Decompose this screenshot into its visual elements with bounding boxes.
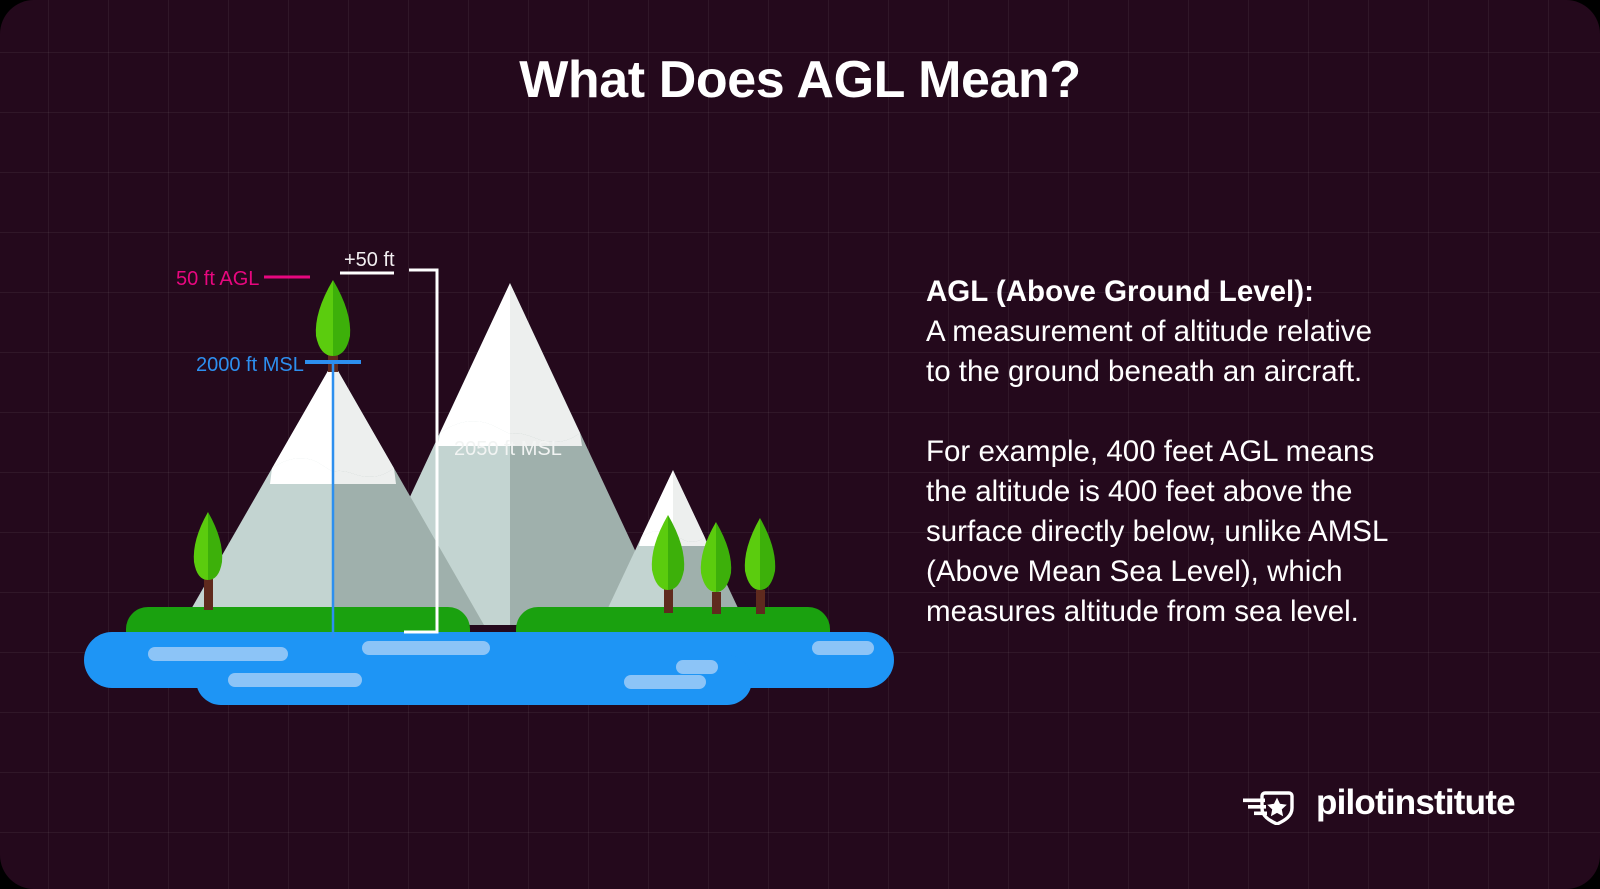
- water-body: [84, 632, 894, 705]
- label-peak-msl: 2050 ft MSL: [454, 438, 562, 460]
- example-line-2: the altitude is 400 feet above the: [926, 475, 1353, 508]
- tree-right-1: [651, 515, 685, 613]
- definition-line-2: to the ground beneath an aircraft.: [926, 355, 1363, 388]
- definition-heading: AGL (Above Ground Level):: [926, 275, 1314, 308]
- delta-bracket: [340, 268, 439, 634]
- winged-shield-star-icon: [1243, 791, 1294, 825]
- msl-indicator: [305, 360, 361, 638]
- tree-summit: [315, 280, 351, 372]
- tree-left-foreground: [193, 512, 223, 610]
- mountain-right-snowcap: [438, 283, 582, 446]
- example-line-1: For example, 400 feet AGL means: [926, 435, 1375, 468]
- brand-name: pilotinstitute: [1316, 783, 1516, 822]
- label-delta-feet: +50 ft: [344, 249, 395, 271]
- example-line-5: measures altitude from sea level.: [926, 595, 1359, 628]
- mountain-right: [350, 283, 670, 625]
- brand-logo: pilotinstitute: [1243, 781, 1516, 825]
- definition-line-1: A measurement of altitude relative: [926, 315, 1373, 348]
- mountain-left-snowcap: [270, 362, 396, 484]
- label-agl: 50 ft AGL: [176, 268, 260, 290]
- page-title: What Does AGL Mean?: [519, 51, 1081, 109]
- tree-right-3: [744, 518, 776, 614]
- label-msl: 2000 ft MSL: [196, 354, 304, 376]
- land-right: [516, 607, 830, 639]
- description-text: AGL (Above Ground Level): A measurement …: [926, 272, 1526, 632]
- paragraph-spacer: [926, 392, 1526, 432]
- water-waves: [148, 641, 874, 689]
- agl-diagram-illustration: [84, 268, 894, 705]
- tree-right-2: [700, 522, 732, 614]
- example-line-3: surface directly below, unlike AMSL: [926, 515, 1389, 548]
- example-line-4: (Above Mean Sea Level), which: [926, 555, 1343, 588]
- land-left: [126, 607, 470, 639]
